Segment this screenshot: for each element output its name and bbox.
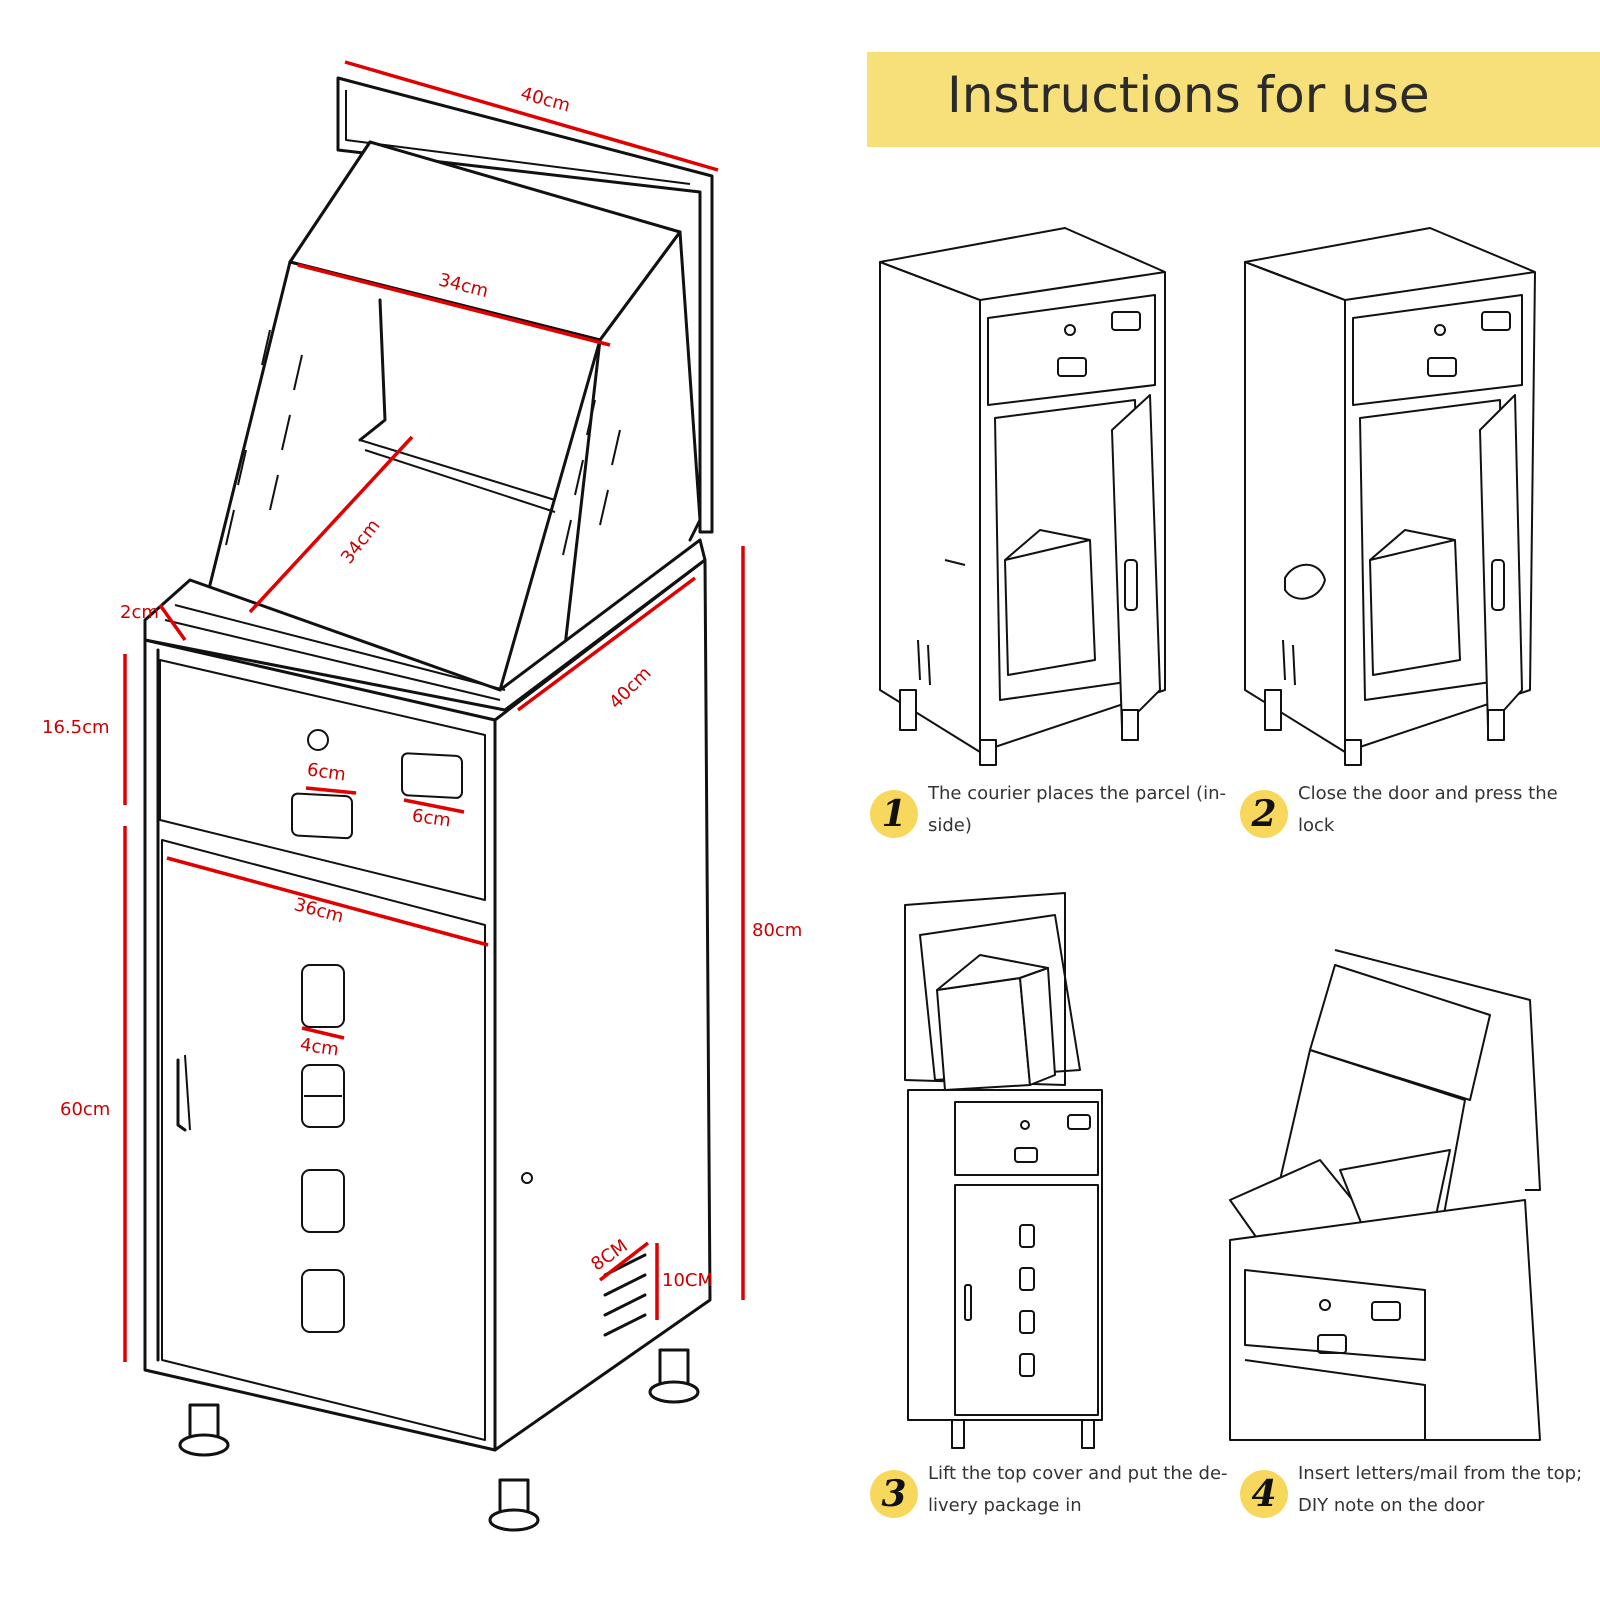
parcel-box-dimension-drawing: 40cm 34cm 34cm 2cm 16.5cm 40cm 6cm 6cm 3… [42,60,802,1532]
step-3-badge: 3 [870,1470,918,1518]
dim-upper-height: 16.5cm [42,717,110,738]
step-4-badge: 4 [1240,1470,1288,1518]
step-4-illustration [1229,949,1541,1441]
instructions-banner: Instructions for use [867,52,1600,147]
instructions-title: Instructions for use [947,66,1430,124]
dim-lid-thickness: 2cm [120,602,159,623]
dim-total-height: 80cm [752,920,802,941]
dim-top-width: 40cm [518,83,572,116]
step-4-text: Insert letters/mail from the top; DIY no… [1298,1463,1583,1516]
step-1-text: The courier places the parcel (in-side) [928,783,1226,836]
step-1-illustration [879,227,1166,766]
step-2-illustration [1244,227,1536,766]
step-3-illustration [904,892,1103,1449]
dim-vent-height: 10CM [662,1270,713,1291]
step-2-badge: 2 [1240,790,1288,838]
dim-lower-height: 60cm [60,1099,110,1120]
step-2-text: Close the door and press the lock [1298,783,1558,836]
step-1-badge: 1 [870,790,918,838]
step-3-text: Lift the top cover and put the de-livery… [928,1463,1228,1516]
